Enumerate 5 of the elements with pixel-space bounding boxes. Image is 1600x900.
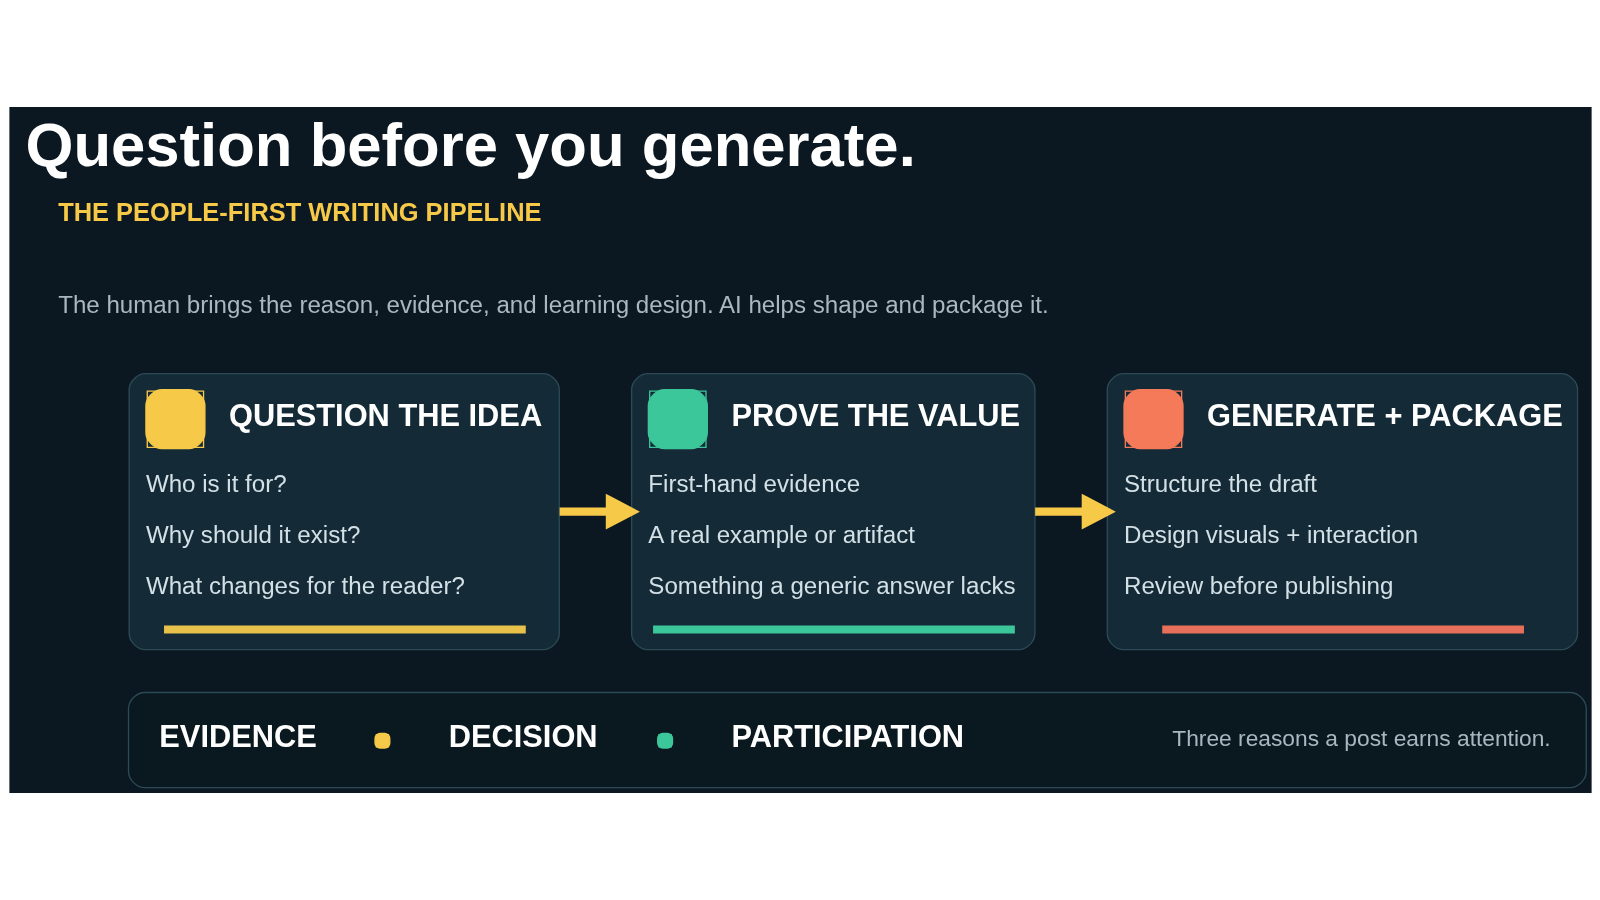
- arrow: [559, 493, 640, 530]
- arrow: [1034, 493, 1116, 530]
- diagram-title: Question before you generate.: [24, 109, 916, 179]
- label: THE PEOPLE-FIRST WRITING PIPELINE: [57, 197, 542, 226]
- label: The human brings the reason, evidence, and learning design. AI helps shape and package it.: [57, 290, 1049, 318]
